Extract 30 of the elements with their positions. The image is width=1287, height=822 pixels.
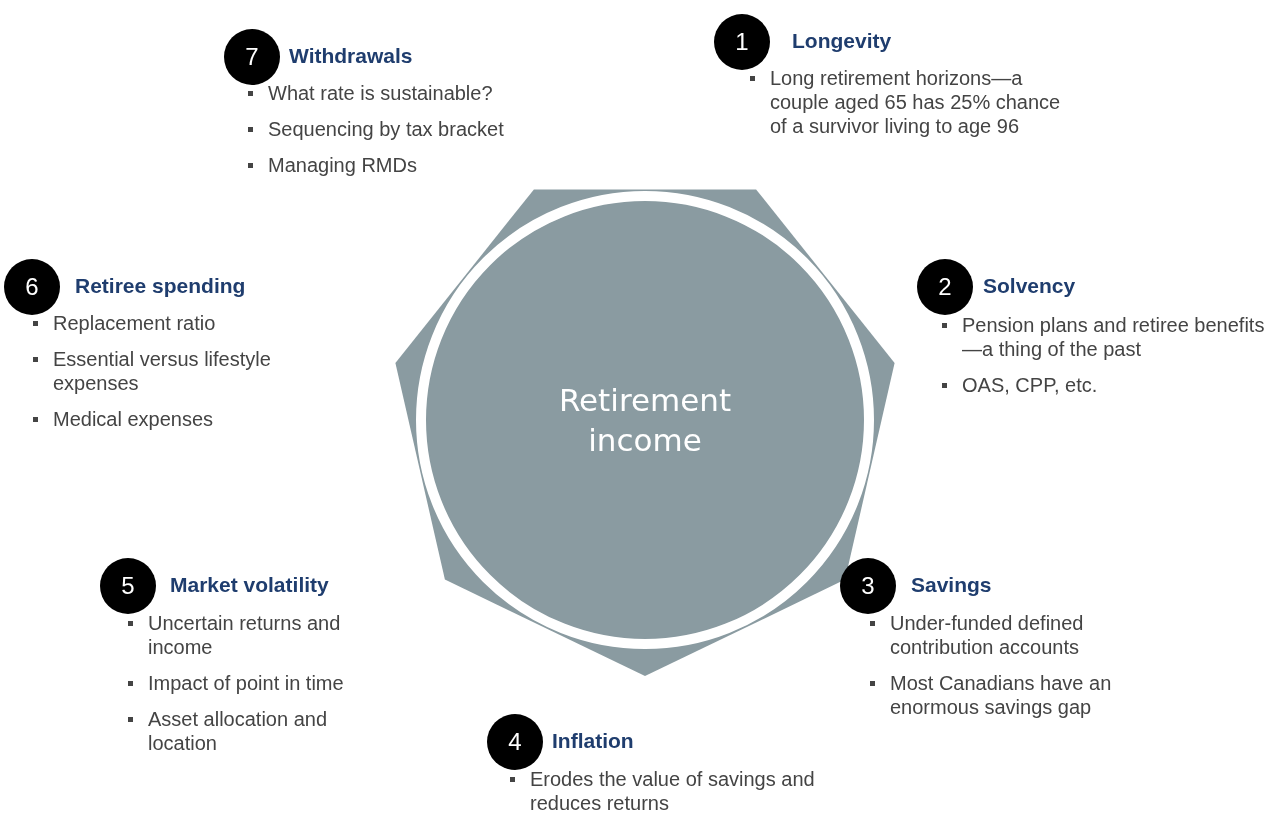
number-circle: 1 (714, 14, 770, 70)
bullet-text: Pension plans and retiree benefits—a thing of the past (962, 314, 1265, 360)
bullet-text: Sequencing by tax bracket (268, 118, 504, 140)
number-circle: 4 (487, 714, 543, 770)
bullet-text: Erodes the value of savings and reduces returns (530, 768, 815, 814)
bullet-text: Most Canadians have an enormous savings gap (890, 672, 1112, 718)
item-heading: Savings (911, 573, 992, 597)
center-title: Retirement income (557, 381, 733, 460)
bullet-text: Long retirement horizons—a couple aged 65 has 25% chance of a survivor living to age 96 (770, 67, 1061, 137)
number-circle: 5 (100, 558, 156, 614)
bullet-text: What rate is sustainable? (268, 82, 493, 104)
item-heading: Solvency (983, 274, 1076, 298)
item-heading: Withdrawals (289, 44, 413, 68)
bullet-text: Medical expenses (53, 408, 214, 430)
bullet-text: Asset allocation and location (148, 708, 327, 754)
bullet-text: Uncertain returns and income (148, 612, 341, 658)
item-heading: Longevity (792, 29, 892, 53)
bullet-text: Impact of point in time (148, 672, 344, 694)
item-heading: Retiree spending (75, 274, 246, 298)
bullet-text: Essential versus lifestyle expenses (53, 348, 271, 394)
number-circle: 7 (224, 29, 280, 85)
number-circle: 3 (840, 558, 896, 614)
item-heading: Market volatility (170, 573, 329, 597)
number-circle: 6 (4, 259, 60, 315)
item-heading: Inflation (552, 729, 634, 753)
bullet-text: Managing RMDs (268, 154, 417, 176)
bullet-text: OAS, CPP, etc. (962, 374, 1098, 396)
number-circle: 2 (917, 259, 973, 315)
bullet-text: Replacement ratio (53, 312, 216, 334)
bullet-text: Under-funded defined contribution accounts (890, 612, 1084, 658)
